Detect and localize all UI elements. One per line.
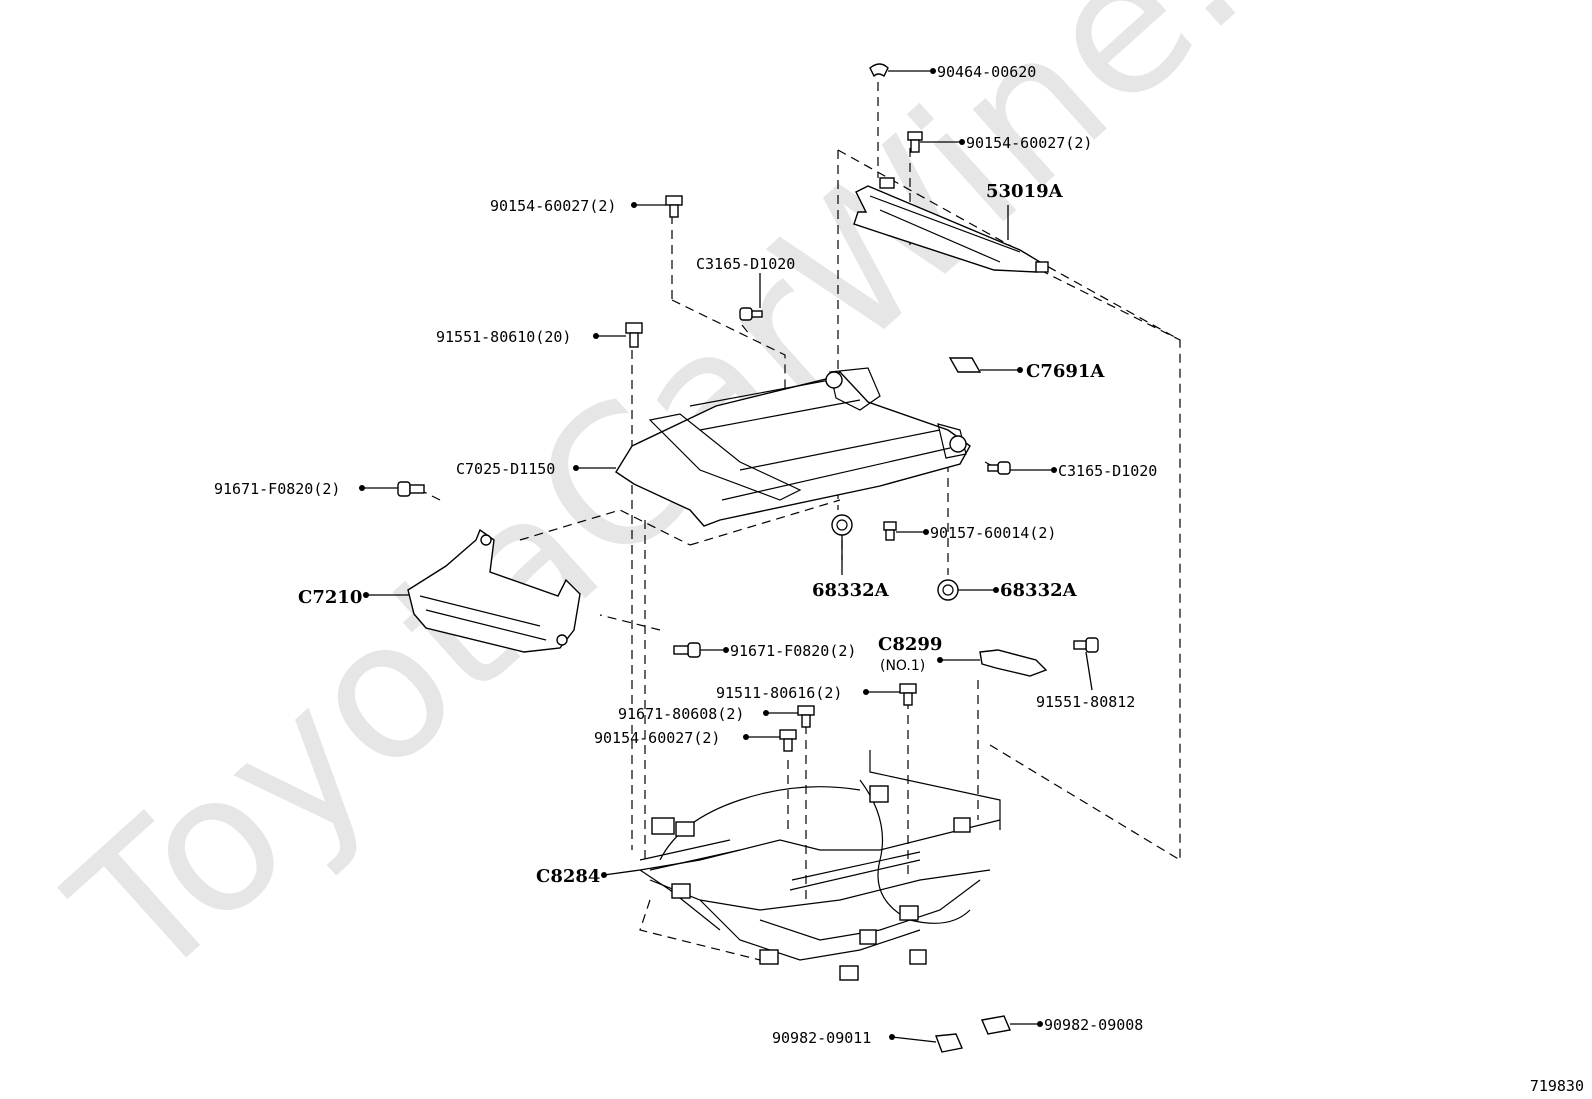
label-c7691a: C7691A	[1026, 361, 1105, 382]
label-90982-09008: 90982-09008	[1044, 1016, 1143, 1034]
bushing-part-right	[937, 579, 959, 601]
label-90982-09011: 90982-09011	[772, 1029, 871, 1047]
bolt-part-90154-lower	[779, 729, 797, 752]
label-91671-f0820-upper: 91671-F0820(2)	[214, 480, 340, 498]
label-c8299: C8299	[878, 634, 942, 655]
bushing-part-left	[831, 514, 853, 536]
bolt-part-91551	[625, 322, 643, 348]
bolt-part-90157	[883, 521, 897, 541]
seat-cover-part	[853, 177, 1049, 273]
label-68332a-left: 68332A	[812, 580, 890, 601]
label-90154-60027-left: 90154-60027(2)	[490, 197, 616, 215]
label-c3165-d1020-upper: C3165-D1020	[696, 255, 795, 273]
wire-harness-part	[639, 750, 1001, 981]
bolt-part-c3165-right	[987, 461, 1011, 475]
assembly-guide-lines	[419, 82, 1181, 900]
callout-labels: 90464-00620 90154-60027(2) 53019A 90154-…	[214, 63, 1157, 1047]
label-90154-60027-lower: 90154-60027(2)	[594, 729, 720, 747]
label-90154-60027-top: 90154-60027(2)	[966, 134, 1092, 152]
bolt-part-c3165-upper	[739, 307, 763, 321]
label-91511-80616: 91511-80616(2)	[716, 684, 842, 702]
bolt-part-left	[665, 195, 683, 218]
bolt-part-91551-80812	[1073, 637, 1099, 653]
figure-number: 719830	[1529, 1077, 1584, 1095]
bolt-part-91511	[899, 683, 917, 706]
label-90464-00620: 90464-00620	[937, 63, 1036, 81]
label-68332a-right: 68332A	[1000, 580, 1078, 601]
bolt-part-top	[907, 131, 923, 153]
label-c8299-sub: (NO.1)	[880, 658, 925, 674]
bracket-part-c8299	[979, 649, 1048, 677]
label-91551-80812: 91551-80812	[1036, 693, 1135, 711]
label-c8284: C8284	[536, 866, 600, 887]
leader-lines	[359, 68, 1093, 1043]
bolt-part-91671-80608	[797, 705, 815, 728]
label-91551-80610: 91551-80610(20)	[436, 328, 571, 346]
clip-part	[869, 63, 889, 78]
bolt-part-91671-lower	[673, 642, 701, 658]
fuse-part-09008	[981, 1015, 1011, 1035]
label-c7210: C7210	[298, 587, 362, 608]
label-91671-80608: 91671-80608(2)	[618, 705, 744, 723]
bracket-part-c7210	[407, 528, 581, 653]
label-c3165-d1020-right: C3165-D1020	[1058, 462, 1157, 480]
label-91671-f0820-lower: 91671-F0820(2)	[730, 642, 856, 660]
bolt-part-91671-upper	[397, 481, 425, 497]
label-53019a: 53019A	[986, 181, 1064, 202]
label-c7025-d1150: C7025-D1150	[456, 460, 555, 478]
label-90157-60014: 90157-60014(2)	[930, 524, 1056, 542]
seat-frame-part	[615, 367, 971, 527]
bracket-part-c7691a	[948, 357, 982, 373]
fuse-part-09011	[935, 1033, 963, 1053]
